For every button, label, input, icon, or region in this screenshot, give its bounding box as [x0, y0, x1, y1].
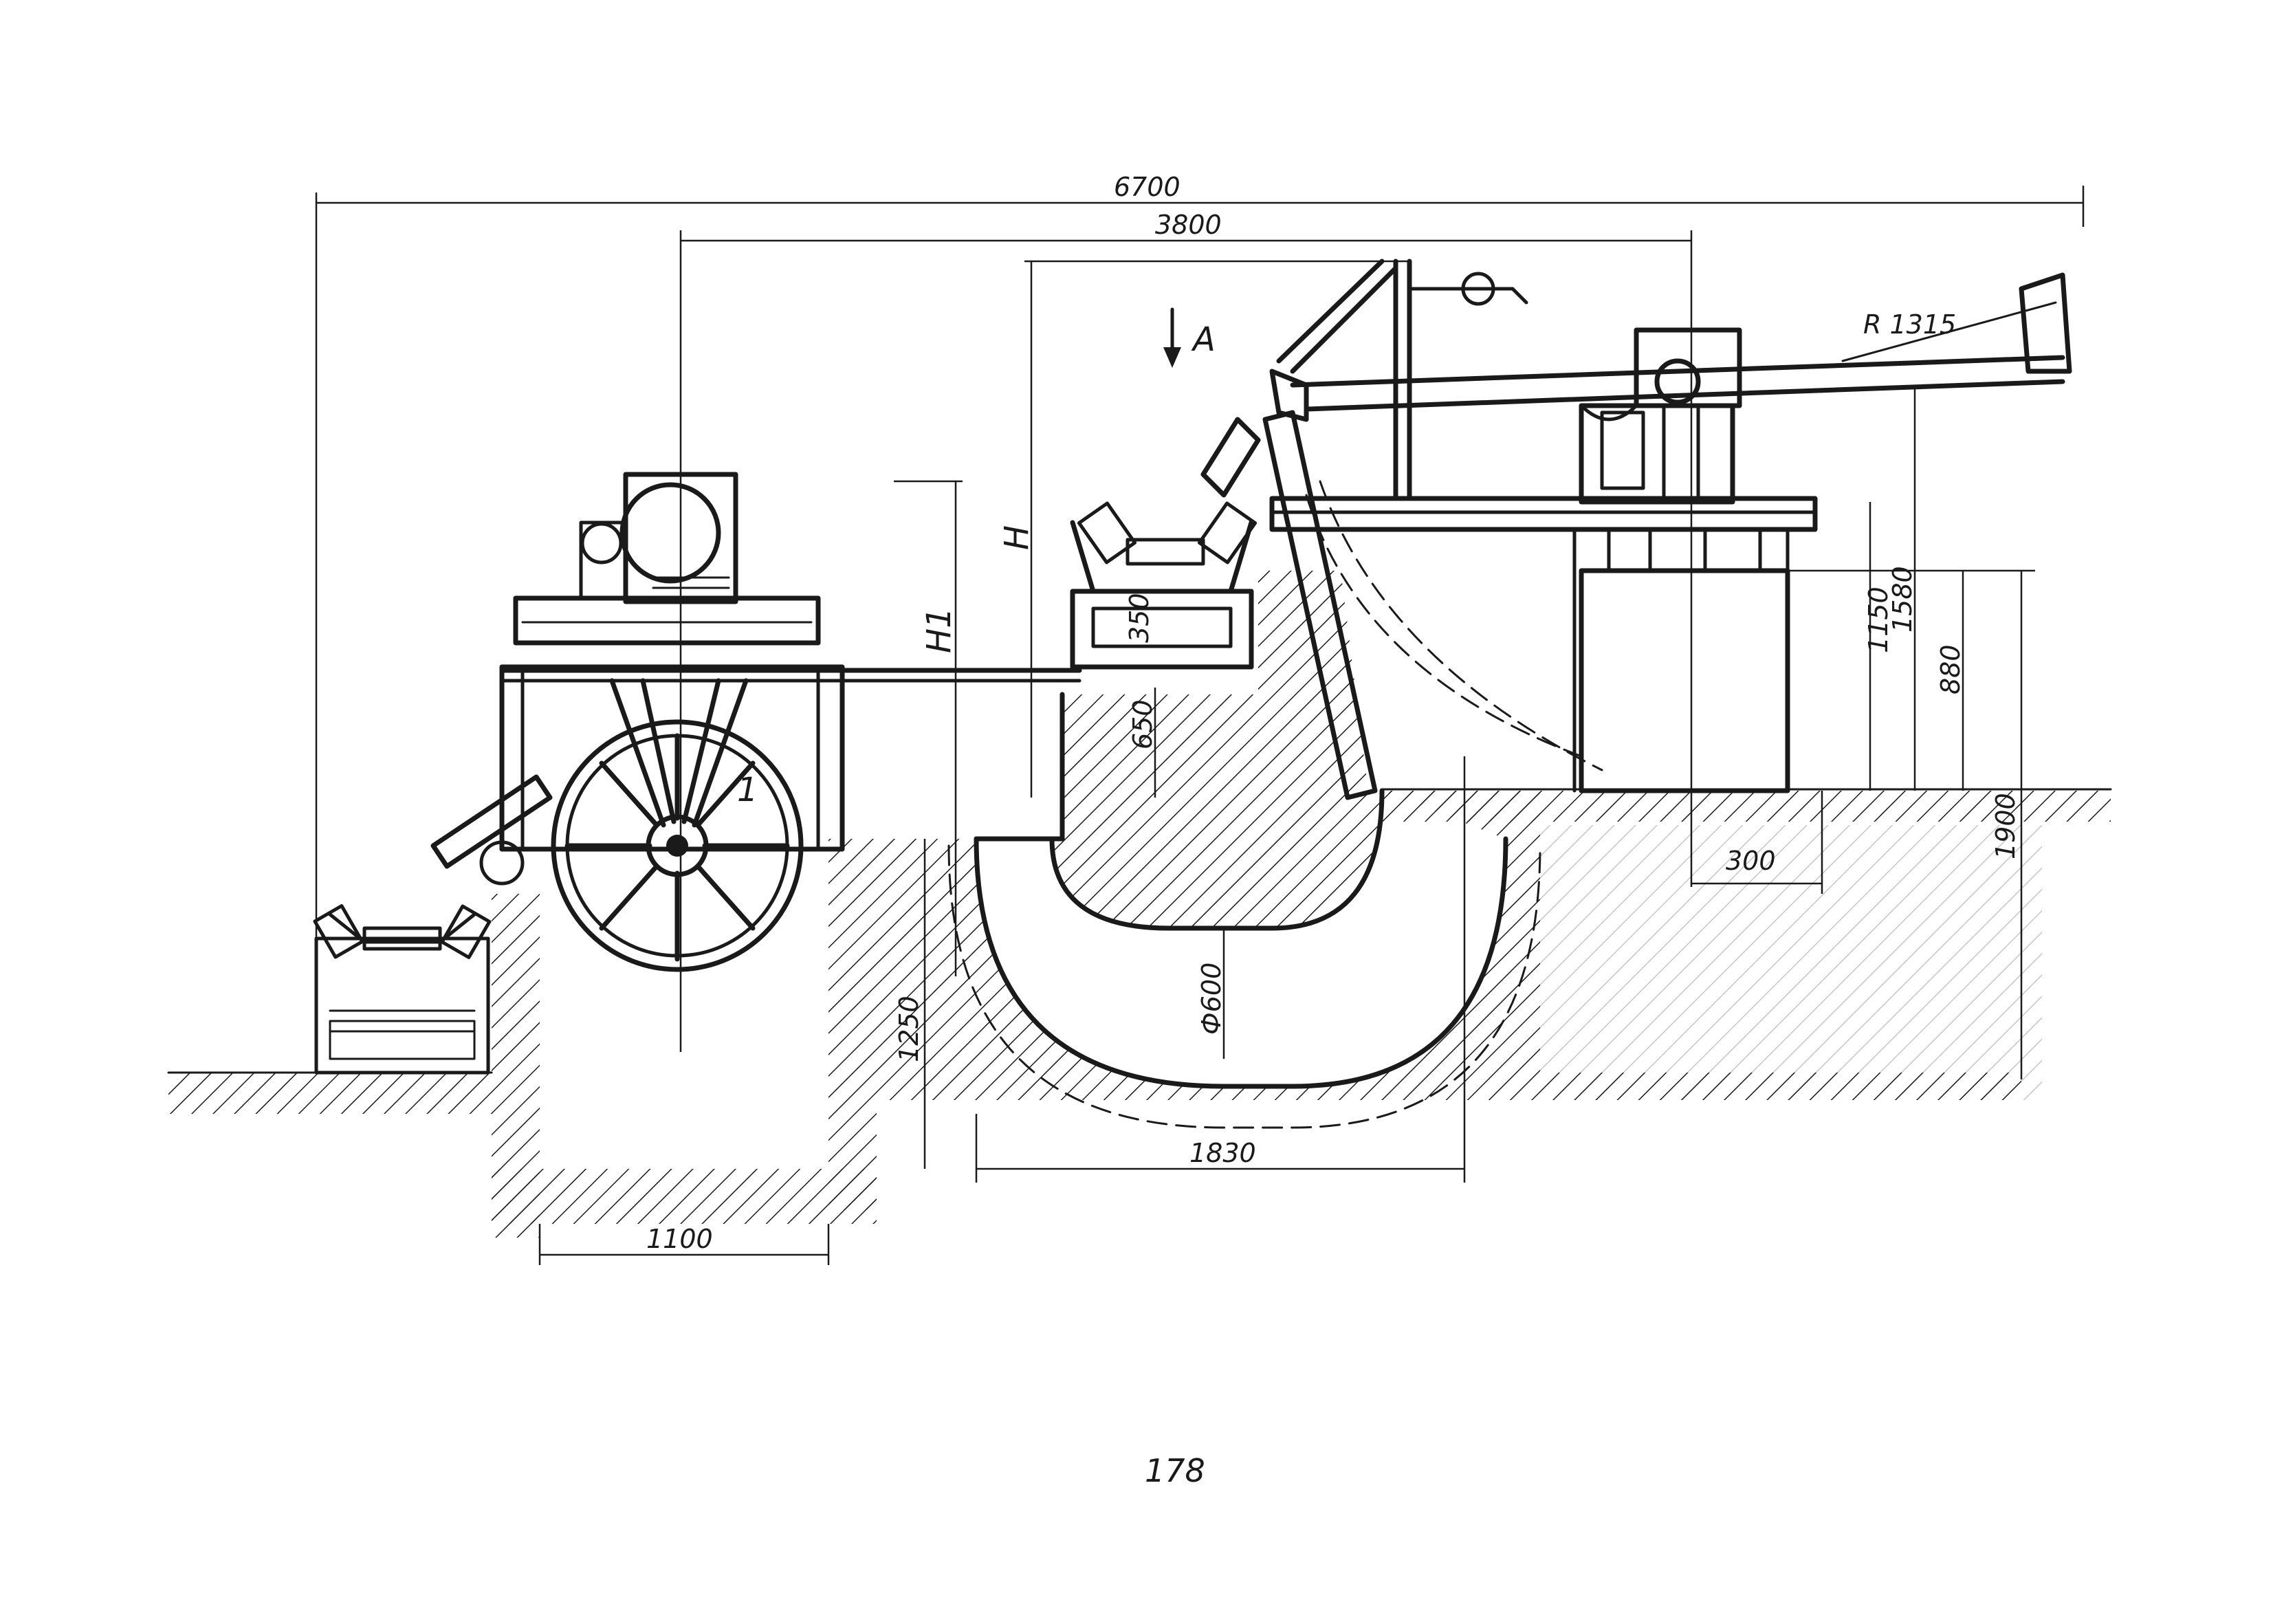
dim-600: Ф600	[1196, 963, 1227, 1035]
dim-300: 300	[1726, 846, 1776, 876]
dim-1580: 1580	[1887, 566, 1918, 633]
boom-structure	[1269, 259, 2072, 793]
dim-350: 350	[1124, 593, 1154, 643]
dimension-labels: 6700 3800 R 1315 A H H1 1 650 350 1150 1…	[646, 172, 2021, 1254]
dim-1150: 1150	[1863, 586, 1893, 653]
page-number: 178	[1145, 1452, 1205, 1489]
dim-880: 880	[1935, 644, 1966, 694]
dim-radius: R 1315	[1863, 309, 1956, 340]
dim-1250: 1250	[894, 996, 924, 1062]
label-h: H	[998, 525, 1036, 550]
dim-1100: 1100	[646, 1224, 713, 1254]
label-view-a: A	[1191, 320, 1216, 359]
dim-650: 650	[1128, 699, 1158, 749]
drive-drum-unit	[430, 472, 1082, 972]
ground-hatching	[167, 571, 2112, 1238]
dim-6700: 6700	[1114, 172, 1181, 202]
label-h1: H1	[920, 607, 958, 653]
dim-3800: 3800	[1155, 210, 1222, 240]
left-idler-station	[313, 904, 492, 1075]
view-arrow-a	[1163, 307, 1181, 368]
middle-idler-station	[974, 501, 1258, 842]
dim-1830: 1830	[1189, 1138, 1256, 1168]
label-roll-1: 1	[737, 771, 758, 809]
dim-1900: 1900	[1990, 793, 2021, 859]
